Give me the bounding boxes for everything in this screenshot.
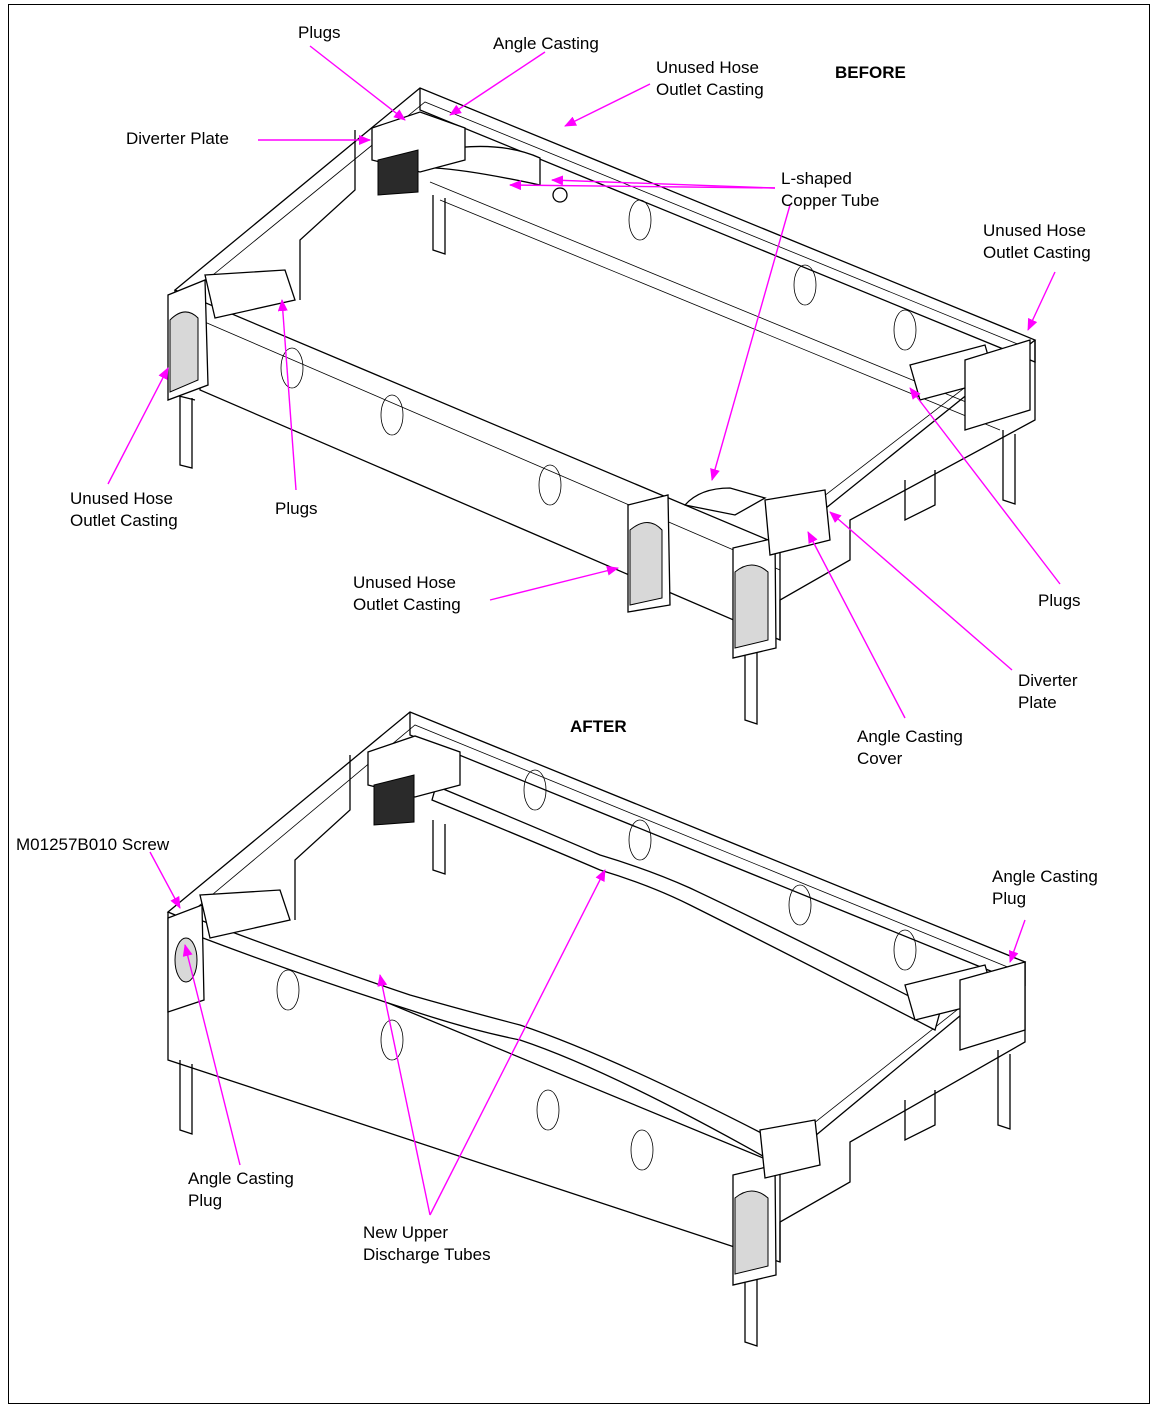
arrow-new-tubes-b <box>429 869 606 1216</box>
arrow-screw <box>149 851 181 909</box>
label-plugs-mid: Plugs <box>275 499 318 518</box>
label-angle-casting-cover: Angle Casting Cover <box>857 727 963 768</box>
label-diverter-plate-right: Diverter Plate <box>1018 671 1078 712</box>
arrow-angle-casting-plug-right <box>1008 919 1026 963</box>
arrow-plugs-mid <box>277 299 297 491</box>
label-unused-hose-bottom: Unused Hose Outlet Casting <box>353 573 461 614</box>
label-l-shaped-tube: L-shaped Copper Tube <box>781 169 880 210</box>
label-unused-hose-left: Unused Hose Outlet Casting <box>70 489 178 530</box>
label-plugs-right: Plugs <box>1038 591 1081 610</box>
arrow-unused-hose-top <box>564 83 651 127</box>
heading-after: AFTER <box>570 717 627 736</box>
arrow-unused-hose-right <box>1027 271 1056 331</box>
figure-border <box>8 4 1150 1404</box>
arrow-angle-casting-cover <box>807 531 906 719</box>
arrow-unused-hose-bottom <box>489 565 619 601</box>
label-angle-casting: Angle Casting <box>493 34 599 53</box>
arrow-new-tubes-a <box>377 974 431 1216</box>
label-unused-hose-top: Unused Hose Outlet Casting <box>656 58 764 99</box>
label-unused-hose-right: Unused Hose Outlet Casting <box>983 221 1091 262</box>
arrow-plugs-right <box>909 387 1061 585</box>
label-angle-casting-plug-right: Angle Casting Plug <box>992 867 1098 908</box>
label-plugs-top: Plugs <box>298 23 341 42</box>
label-screw: M01257B010 Screw <box>16 835 170 854</box>
heading-before: BEFORE <box>835 63 906 82</box>
before-frame-drawing <box>167 87 1037 725</box>
arrow-l-tube-a <box>509 180 776 191</box>
label-diverter-plate-left: Diverter Plate <box>126 129 229 148</box>
label-angle-casting-plug-left: Angle Casting Plug <box>188 1169 294 1210</box>
arrow-angle-casting <box>449 51 546 116</box>
arrow-diverter-plate-right <box>829 511 1013 671</box>
arrow-angle-casting-plug-left <box>182 944 241 1166</box>
arrow-l-tube-b <box>551 175 776 189</box>
label-new-tubes: New Upper Discharge Tubes <box>363 1223 491 1264</box>
callout-arrows <box>107 45 1061 1216</box>
arrow-unused-hose-left <box>107 367 169 485</box>
after-frame-drawing <box>166 711 1027 1347</box>
arrow-plugs-top <box>309 45 406 121</box>
arrow-l-tube-c <box>710 204 791 481</box>
